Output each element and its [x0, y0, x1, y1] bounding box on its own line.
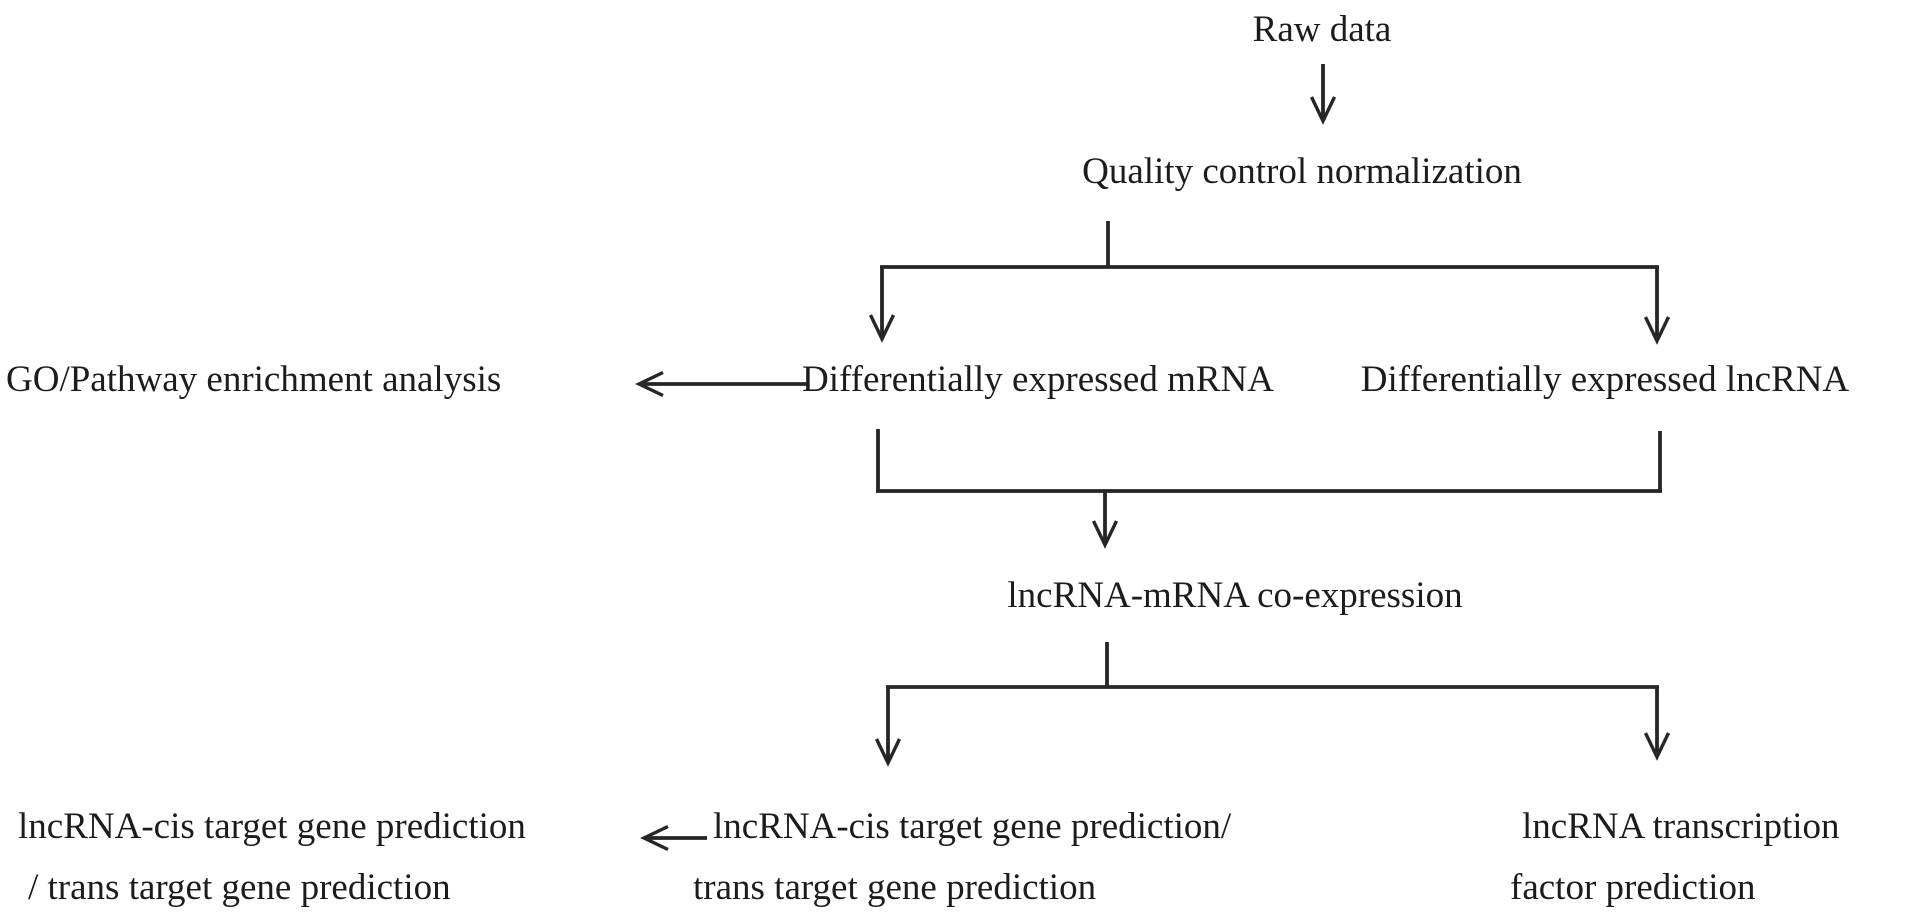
node-target-gene-prediction-result-line2: / trans target gene prediction [28, 867, 451, 908]
node-target-gene-prediction-line2: trans target gene prediction [693, 867, 1097, 908]
node-tf-prediction-line1: lncRNA transcription [1522, 806, 1840, 847]
node-lncrna-transcription-factor-prediction: lncRNA transcription factor prediction [1510, 796, 1840, 918]
node-differentially-expressed-mrna: Differentially expressed mRNA [802, 359, 1274, 400]
node-target-gene-prediction: lncRNA-cis target gene prediction/ trans… [693, 796, 1231, 918]
node-target-gene-prediction-result-line1: lncRNA-cis target gene prediction [18, 806, 526, 847]
node-target-gene-prediction-result: lncRNA-cis target gene prediction / tran… [18, 796, 526, 918]
node-raw-data: Raw data [1252, 9, 1392, 50]
node-differentially-expressed-lncrna: Differentially expressed lncRNA [1360, 359, 1850, 400]
node-tf-prediction-line2: factor prediction [1510, 867, 1756, 908]
node-go-pathway-analysis: GO/Pathway enrichment analysis [6, 359, 502, 400]
node-lncrna-mrna-coexpression: lncRNA-mRNA co-expression [1007, 575, 1463, 616]
node-target-gene-prediction-line1: lncRNA-cis target gene prediction/ [713, 806, 1232, 847]
node-quality-control: Quality control normalization [1082, 151, 1522, 192]
